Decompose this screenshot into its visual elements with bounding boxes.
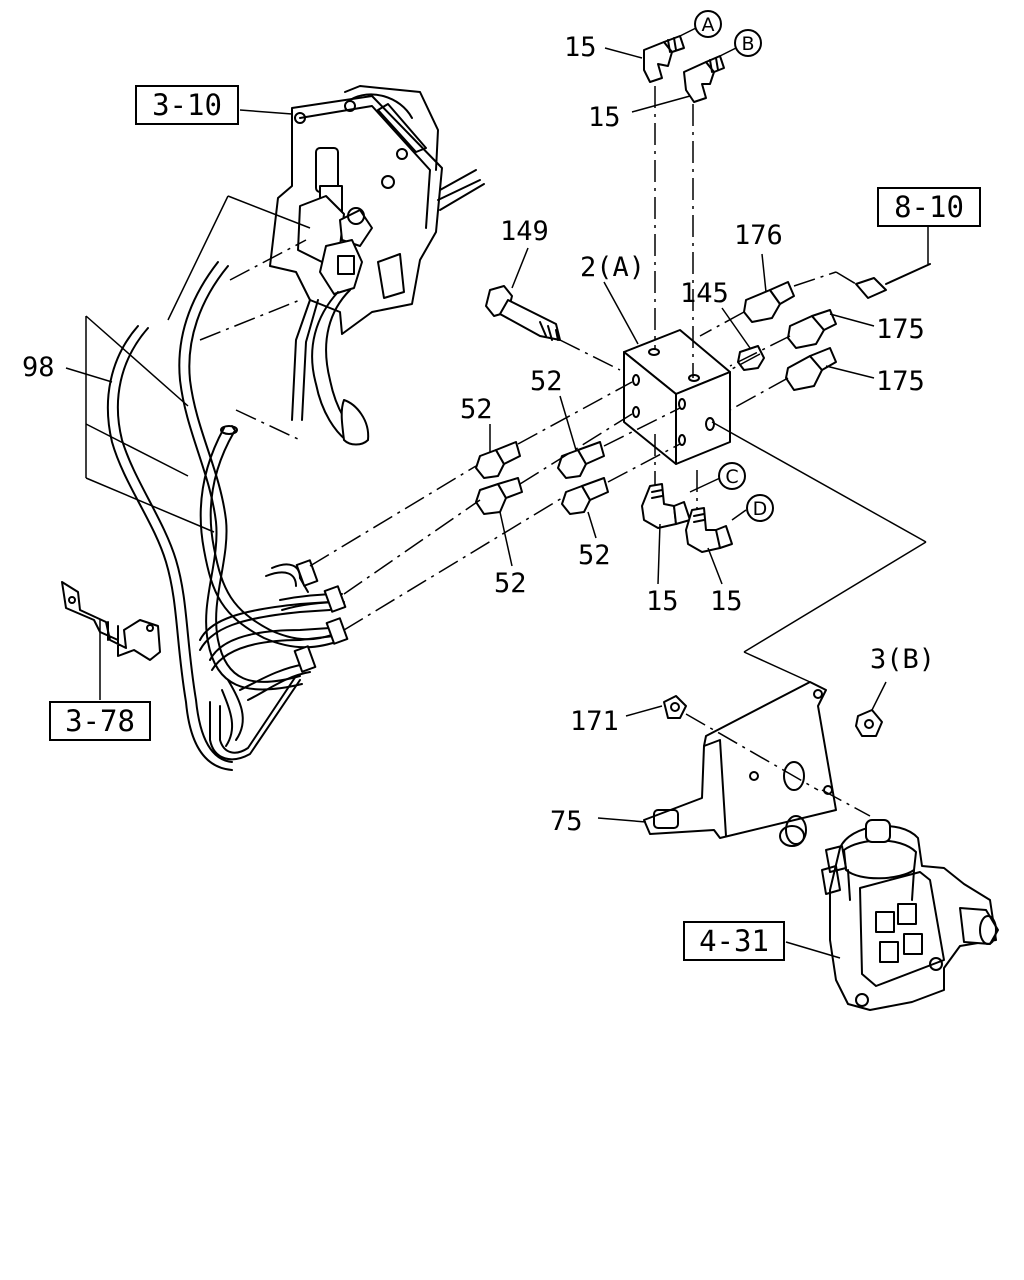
circle-label-a-text: A [702, 14, 715, 36]
ref-box-3-78[interactable]: 3-78 [49, 701, 151, 741]
elbow-fitting-15-d [685, 507, 733, 553]
circle-label-a: A [694, 10, 722, 38]
brake-hoses [106, 261, 349, 771]
pump-4-31 [821, 819, 999, 1011]
switch-175-top [787, 309, 837, 349]
circle-label-b: B [734, 29, 762, 57]
ref-box-3-10-label: 3-10 [152, 88, 222, 122]
distribution-block [623, 329, 731, 465]
label-75: 75 [550, 806, 583, 837]
label-175-bottom: 175 [876, 366, 925, 397]
ref-box-3-10[interactable]: 3-10 [135, 85, 239, 125]
connector-8-10 [855, 263, 931, 299]
part-labels: 15 15 149 2(A) 176 145 175 175 98 52 52 … [22, 32, 935, 837]
label-15-b: 15 [588, 102, 621, 133]
switch-175-bottom [785, 347, 837, 391]
switch-176 [743, 281, 795, 323]
label-52-3: 52 [578, 540, 611, 571]
union-fitting-52 [475, 441, 609, 515]
ref-box-8-10-label: 8-10 [894, 190, 964, 224]
label-15-a: 15 [564, 32, 597, 63]
label-98: 98 [22, 352, 55, 383]
elbow-fitting-15-a [643, 35, 685, 83]
label-171: 171 [570, 706, 619, 737]
circle-label-b-text: B [741, 33, 754, 55]
label-149: 149 [500, 216, 549, 247]
bolt-149 [485, 285, 561, 341]
ref-box-4-31-label: 4-31 [699, 924, 769, 958]
ref-box-4-31[interactable]: 4-31 [683, 921, 785, 961]
label-176: 176 [734, 220, 783, 251]
elbow-fitting-15-c [641, 483, 691, 529]
label-3b: 3(B) [870, 644, 935, 675]
circle-label-c-text: C [725, 466, 738, 488]
label-15-c: 15 [646, 586, 679, 617]
label-52-1: 52 [460, 394, 493, 425]
pedal-assembly [269, 85, 485, 446]
elbow-fitting-15-b [683, 55, 725, 103]
label-2a: 2(A) [580, 252, 645, 283]
mounting-bracket-75 [643, 681, 883, 847]
label-52-2: 52 [530, 366, 563, 397]
label-175-top: 175 [876, 314, 925, 345]
label-52-4: 52 [494, 568, 527, 599]
leader-lines [65, 27, 929, 959]
circle-label-d-text: D [753, 498, 768, 520]
hose-bracket [61, 581, 161, 661]
circle-label-d: D [746, 494, 774, 522]
circle-label-c: C [718, 462, 746, 490]
ref-box-3-78-label: 3-78 [65, 704, 135, 738]
label-15-d: 15 [710, 586, 743, 617]
label-145: 145 [680, 278, 729, 309]
ref-box-8-10[interactable]: 8-10 [877, 187, 981, 227]
